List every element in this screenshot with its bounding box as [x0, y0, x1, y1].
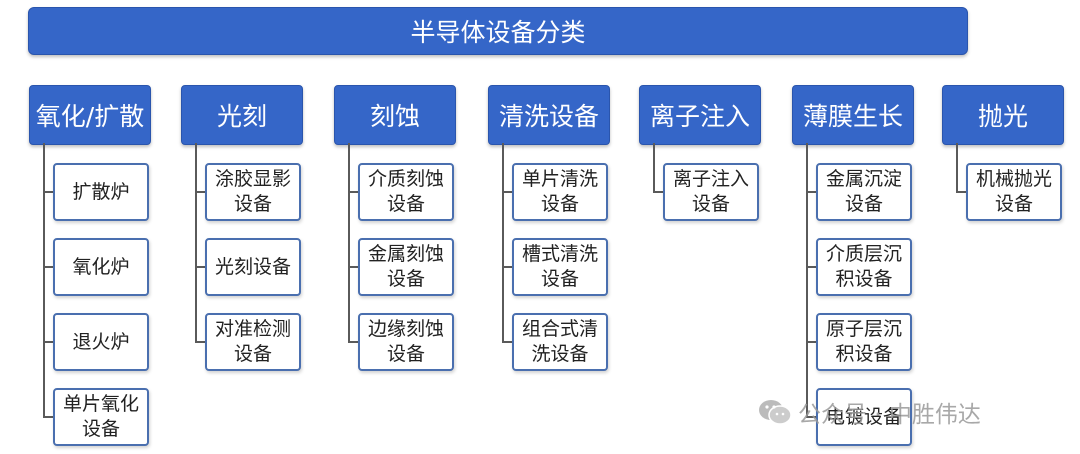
category-1: 光刻: [181, 85, 303, 145]
equipment-item-line: 设备: [844, 193, 883, 215]
equipment-item: 光刻设备: [205, 238, 301, 296]
equipment-item: 氧化炉: [53, 238, 149, 296]
connector-horizontal: [195, 341, 205, 343]
connector-horizontal: [806, 341, 816, 343]
connector-horizontal: [653, 191, 663, 193]
equipment-item-line: 设备: [540, 268, 579, 290]
equipment-item-line: 组合式清: [521, 318, 598, 340]
equipment-item-line: 对准检测: [214, 318, 291, 340]
root-title: 半导体设备分类: [28, 7, 968, 55]
equipment-item-line: 设备: [81, 418, 120, 440]
equipment-item: 组合式清洗设备: [512, 313, 608, 371]
equipment-item-line: 设备: [691, 193, 730, 215]
equipment-item-line: 扩散炉: [72, 180, 130, 203]
equipment-item-line: 金属刻蚀: [367, 243, 444, 265]
equipment-item-line: 边缘刻蚀: [367, 318, 444, 340]
equipment-item-line: 光刻设备: [214, 255, 291, 278]
equipment-item: 扩散炉: [53, 163, 149, 221]
equipment-item-line: 机械抛光: [975, 168, 1052, 190]
connector-horizontal: [806, 191, 816, 193]
connector-horizontal: [348, 341, 358, 343]
equipment-item: 电镀设备: [816, 388, 912, 446]
equipment-item-line: 氧化炉: [72, 255, 130, 278]
connector-horizontal: [43, 191, 53, 193]
connector-vertical: [806, 143, 808, 418]
connector-horizontal: [502, 341, 512, 343]
equipment-item-line: 设备: [540, 193, 579, 215]
equipment-item-line: 积设备: [835, 343, 893, 365]
equipment-item-line: 设备: [386, 193, 425, 215]
category-6: 抛光: [942, 85, 1064, 145]
equipment-item-line: 设备: [233, 343, 272, 365]
connector-vertical: [502, 143, 504, 343]
equipment-item: 介质刻蚀设备: [358, 163, 454, 221]
connector-vertical: [956, 143, 958, 193]
equipment-item: 退火炉: [53, 313, 149, 371]
connector-horizontal: [43, 416, 53, 418]
equipment-item: 单片清洗设备: [512, 163, 608, 221]
equipment-item-line: 积设备: [835, 268, 893, 290]
equipment-item-line: 槽式清洗: [521, 243, 598, 265]
connector-horizontal: [195, 266, 205, 268]
connector-horizontal: [43, 341, 53, 343]
equipment-item-line: 介质层沉: [825, 243, 902, 265]
connector-horizontal: [806, 416, 816, 418]
equipment-item-line: 原子层沉: [825, 318, 902, 340]
equipment-item: 涂胶显影设备: [205, 163, 301, 221]
watermark-text: 公众号 · 中胜伟达: [798, 402, 981, 428]
connector-horizontal: [956, 191, 966, 193]
equipment-item: 对准检测设备: [205, 313, 301, 371]
connector-horizontal: [348, 191, 358, 193]
equipment-item-line: 设备: [233, 193, 272, 215]
equipment-item: 槽式清洗设备: [512, 238, 608, 296]
equipment-item-line: 设备: [386, 268, 425, 290]
connector-horizontal: [502, 266, 512, 268]
equipment-item: 原子层沉积设备: [816, 313, 912, 371]
wechat-icon: [758, 398, 792, 426]
equipment-item: 金属沉淀设备: [816, 163, 912, 221]
equipment-item: 金属刻蚀设备: [358, 238, 454, 296]
connector-horizontal: [806, 266, 816, 268]
equipment-item-line: 设备: [994, 193, 1033, 215]
category-5: 薄膜生长: [792, 85, 914, 145]
watermark: 公众号 · 中胜伟达: [758, 395, 981, 429]
connector-vertical: [653, 143, 655, 193]
equipment-item: 边缘刻蚀设备: [358, 313, 454, 371]
equipment-item-line: 退火炉: [72, 330, 130, 353]
equipment-item: 介质层沉积设备: [816, 238, 912, 296]
connector-vertical: [43, 143, 45, 418]
equipment-item-line: 金属沉淀: [825, 168, 902, 190]
equipment-item-line: 设备: [386, 343, 425, 365]
equipment-item: 离子注入设备: [663, 163, 759, 221]
equipment-item-line: 洗设备: [531, 343, 589, 365]
connector-horizontal: [195, 191, 205, 193]
connector-horizontal: [348, 266, 358, 268]
equipment-item: 机械抛光设备: [966, 163, 1062, 221]
equipment-item-line: 电镀设备: [825, 405, 902, 428]
equipment-item-line: 单片清洗: [521, 168, 598, 190]
category-3: 清洗设备: [488, 85, 610, 145]
category-2: 刻蚀: [334, 85, 456, 145]
equipment-item-line: 离子注入: [672, 168, 749, 190]
connector-vertical: [195, 143, 197, 343]
connector-vertical: [348, 143, 350, 343]
category-4: 离子注入: [639, 85, 761, 145]
connector-horizontal: [502, 191, 512, 193]
equipment-item: 单片氧化设备: [53, 388, 149, 446]
category-0: 氧化/扩散: [29, 85, 151, 145]
equipment-item-line: 单片氧化: [62, 393, 139, 415]
equipment-item-line: 涂胶显影: [214, 168, 291, 190]
equipment-item-line: 介质刻蚀: [367, 168, 444, 190]
connector-horizontal: [43, 266, 53, 268]
